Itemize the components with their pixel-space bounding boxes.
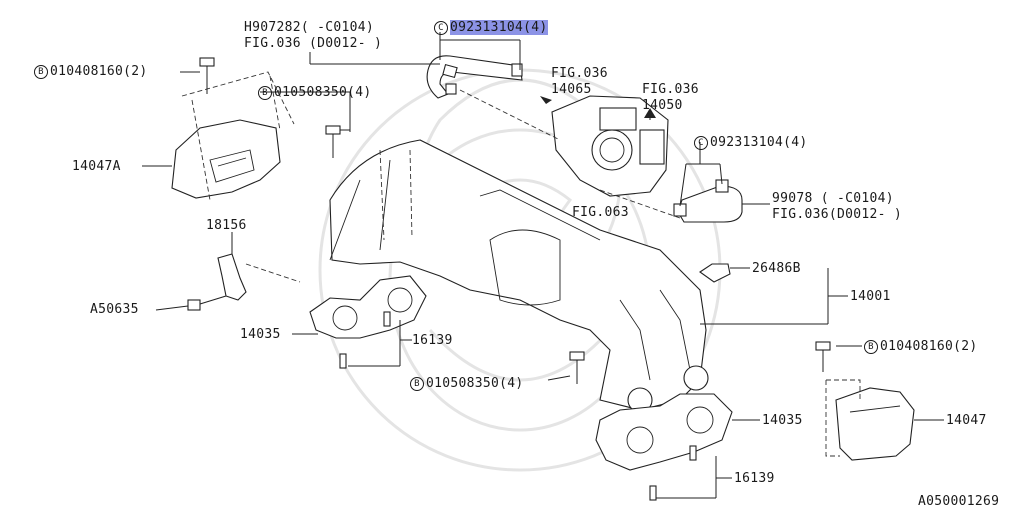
label-99078: 99078 ( -C0104) <box>772 191 894 206</box>
cover-14047a <box>142 71 295 201</box>
label-16139-left: 16139 <box>412 333 453 348</box>
gasket-right <box>595 393 760 501</box>
label-fig063: FIG.063 <box>572 205 629 220</box>
bracket-18156 <box>155 232 301 311</box>
highlighted-part-number: 092313104(4) <box>450 20 548 35</box>
label-18156: 18156 <box>206 218 247 233</box>
label-fig036-d0012: FIG.036 (D0012- ) <box>244 36 383 51</box>
label-14047: 14047 <box>946 413 987 428</box>
diagram-id: A050001269 <box>918 494 1000 509</box>
label-14047a: 14047A <box>72 159 121 174</box>
gasket-left <box>292 275 427 369</box>
label-a50635: A50635 <box>90 302 139 317</box>
label-fig036-b: FIG.036 <box>642 82 699 97</box>
hose-right <box>673 142 770 223</box>
hose-top <box>309 32 523 99</box>
intake-manifold <box>329 139 848 413</box>
label-14001: 14001 <box>850 289 891 304</box>
sensor-26486b <box>699 263 750 283</box>
label-14035-left: 14035 <box>240 327 281 342</box>
label-h907282: H907282( -C0104) <box>244 20 375 35</box>
label-14050: 14050 <box>642 98 683 113</box>
label-fig036-c: FIG.036(D0012- ) <box>772 207 903 222</box>
bolts <box>180 57 862 384</box>
label-16139-right: 16139 <box>734 471 775 486</box>
label-26486b: 26486B <box>752 261 801 276</box>
label-14065: 14065 <box>551 82 592 97</box>
throttle-body <box>459 89 681 219</box>
cover-14047 <box>825 379 944 461</box>
label-14035-right: 14035 <box>762 413 803 428</box>
label-fig036-a: FIG.036 <box>551 66 608 81</box>
